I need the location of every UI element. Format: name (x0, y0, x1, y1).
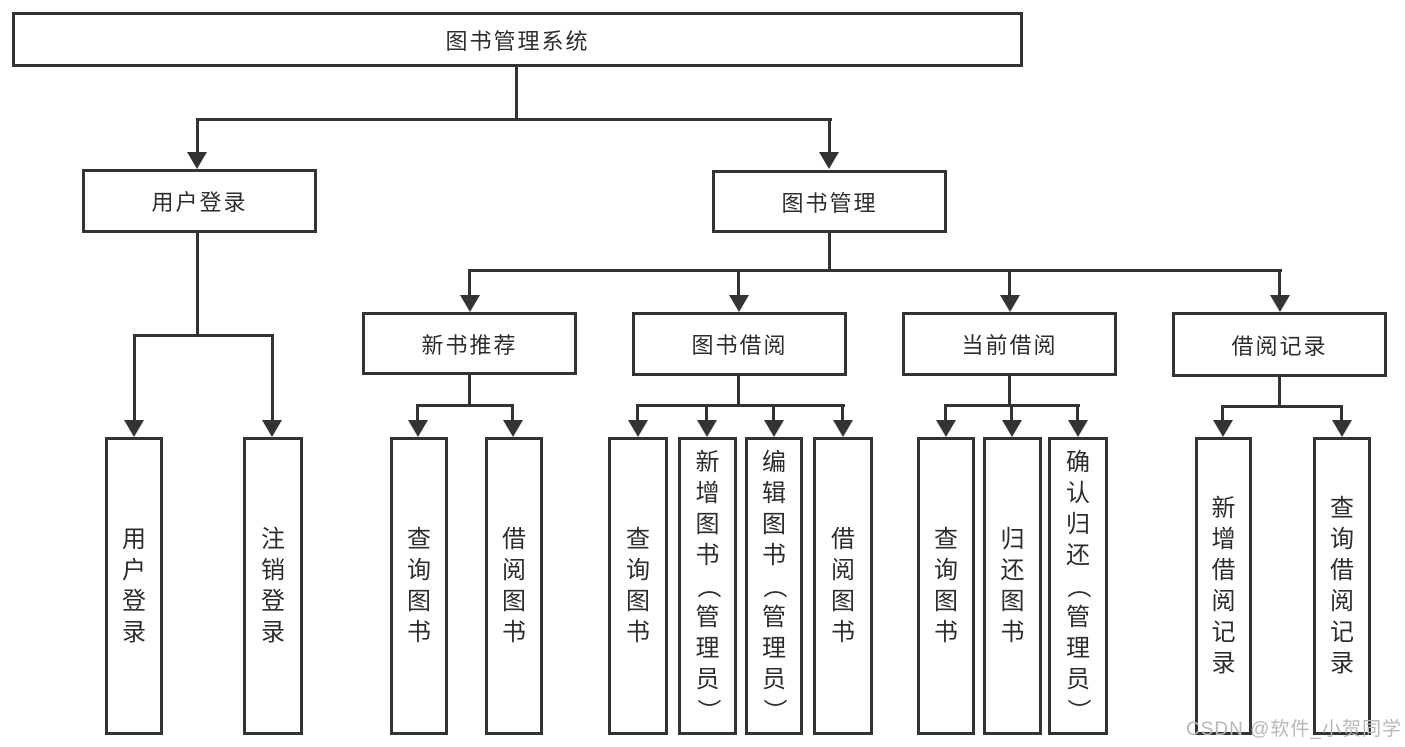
connector-line (416, 404, 419, 420)
connector-line (841, 404, 844, 420)
leaf-bb-borrow-book-box: 借阅图书 (813, 437, 873, 735)
node-book-management-box: 图书管理 (712, 170, 947, 233)
arrow-down-icon (1270, 295, 1290, 312)
connector-line (133, 334, 136, 420)
connector-line (737, 269, 740, 295)
leaf-br-query-record-label: 查询借阅记录 (1330, 495, 1354, 677)
node-current-borrow-box: 当前借阅 (902, 312, 1117, 376)
connector-line (828, 118, 831, 152)
leaf-bb-query-book-box: 查询图书 (608, 437, 668, 735)
node-book-borrow-box: 图书借阅 (632, 312, 847, 376)
connector-line (1008, 376, 1011, 406)
connector-line (1222, 405, 1343, 408)
connector-line (196, 118, 199, 152)
connector-line (1278, 377, 1281, 406)
arrow-down-icon (729, 295, 749, 312)
connector-line (416, 404, 514, 407)
arrow-down-icon (1332, 420, 1352, 437)
leaf-bb-query-book-label: 查询图书 (626, 526, 650, 646)
leaf-cb-query-book-box: 查询图书 (917, 437, 975, 735)
connector-line (1010, 404, 1013, 420)
arrow-down-icon (936, 420, 956, 437)
connector-line (637, 404, 845, 407)
arrow-down-icon (1213, 420, 1233, 437)
leaf-cb-confirm-return-label: 确认归还（管理员） (1064, 448, 1092, 723)
leaf-logout-label: 注销登录 (261, 526, 285, 646)
node-book-management-label: 图书管理 (781, 190, 878, 216)
node-borrow-record-box: 借阅记录 (1172, 312, 1387, 377)
connector-line (468, 375, 471, 406)
node-book-borrow-label: 图书借阅 (691, 333, 788, 358)
leaf-logout-box: 注销登录 (243, 437, 303, 735)
arrow-down-icon (1000, 295, 1020, 312)
connector-line (271, 334, 274, 420)
node-borrow-record-label: 借阅记录 (1231, 333, 1328, 359)
node-new-book-recommend-box: 新书推荐 (362, 312, 577, 375)
leaf-nbr-borrow-book-label: 借阅图书 (502, 526, 526, 646)
node-root-box: 图书管理系统 (12, 12, 1023, 67)
node-root-label: 图书管理系统 (445, 28, 590, 54)
arrow-down-icon (124, 420, 144, 437)
connector-line (196, 233, 199, 337)
arrow-down-icon (262, 420, 282, 437)
connector-line (469, 269, 1282, 272)
leaf-br-add-record-label: 新增借阅记录 (1211, 495, 1236, 677)
arrow-down-icon (764, 420, 784, 437)
leaf-bb-borrow-book-label: 借阅图书 (831, 526, 855, 646)
leaf-user-login-label: 用户登录 (122, 526, 146, 646)
leaf-bb-edit-book-box: 编辑图书（管理员） (745, 437, 803, 735)
leaf-cb-return-book-label: 归还图书 (1000, 526, 1025, 646)
connector-line (515, 67, 518, 119)
leaf-user-login-box: 用户登录 (105, 437, 163, 735)
connector-line (196, 118, 832, 121)
leaf-nbr-query-book-label: 查询图书 (407, 526, 431, 646)
leaf-cb-confirm-return-box: 确认归还（管理员） (1048, 437, 1108, 735)
connector-line (772, 404, 775, 420)
csdn-watermark: CSDN @软件_小贺同学 (1186, 719, 1402, 740)
leaf-bb-add-book-label: 新增图书（管理员） (694, 448, 721, 723)
arrow-down-icon (697, 420, 717, 437)
connector-line (511, 404, 514, 420)
connector-line (636, 404, 639, 420)
leaf-bb-edit-book-label: 编辑图书（管理员） (760, 448, 788, 723)
connector-line (1008, 269, 1011, 295)
arrow-down-icon (833, 420, 853, 437)
arrow-down-icon (819, 152, 839, 169)
leaf-br-query-record-box: 查询借阅记录 (1313, 437, 1371, 735)
arrow-down-icon (628, 420, 648, 437)
node-current-borrow-label: 当前借阅 (961, 333, 1058, 358)
connector-line (944, 404, 947, 420)
node-user-login-label: 用户登录 (151, 190, 248, 215)
connector-line (828, 233, 831, 272)
leaf-cb-query-book-label: 查询图书 (934, 526, 958, 646)
connector-line (1340, 405, 1343, 420)
arrow-down-icon (460, 295, 480, 312)
arrow-down-icon (408, 420, 428, 437)
leaf-nbr-borrow-book-box: 借阅图书 (485, 437, 543, 735)
arrow-down-icon (1002, 420, 1022, 437)
leaf-bb-add-book-box: 新增图书（管理员） (678, 437, 737, 735)
arrow-down-icon (187, 152, 207, 169)
leaf-br-add-record-box: 新增借阅记录 (1195, 437, 1252, 735)
connector-line (1076, 404, 1079, 420)
node-new-book-recommend-label: 新书推荐 (421, 332, 518, 358)
connector-line (1278, 269, 1281, 295)
node-user-login-box: 用户登录 (82, 169, 317, 233)
leaf-nbr-query-book-box: 查询图书 (390, 437, 448, 735)
connector-line (468, 269, 471, 295)
connector-line (737, 376, 740, 406)
connector-line (1221, 405, 1224, 420)
arrow-down-icon (503, 420, 523, 437)
connector-line (705, 404, 708, 420)
arrow-down-icon (1068, 420, 1088, 437)
connector-line (133, 334, 274, 337)
leaf-cb-return-book-box: 归还图书 (983, 437, 1042, 735)
